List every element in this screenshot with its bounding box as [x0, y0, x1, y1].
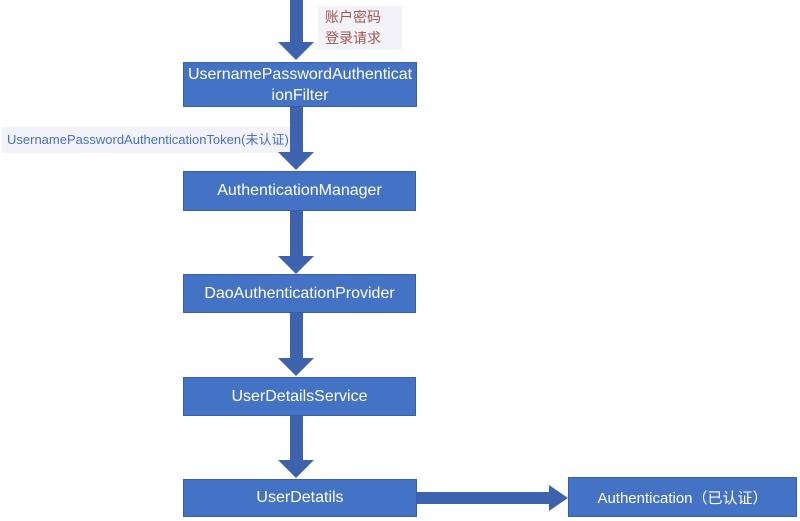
login-request-label-line2: 登录请求	[325, 30, 381, 46]
arrow-head-down-icon	[278, 358, 314, 376]
login-request-label-line1: 账户密码	[325, 9, 381, 25]
arrow-shaft	[290, 211, 303, 257]
login-request-label: 账户密码 登录请求	[318, 6, 402, 50]
flow-box-authentication-authenticated: Authentication（已认证）	[568, 477, 797, 517]
arrow-head-right-icon	[549, 485, 568, 511]
arrow-head-down-icon	[278, 256, 314, 274]
arrow-shaft	[417, 492, 550, 504]
flow-box-user-details-service: UserDetailsService	[183, 377, 416, 416]
flow-box-user-detatils: UserDetatils	[183, 479, 417, 517]
arrow-head-down-icon	[278, 152, 314, 170]
arrow-shaft	[290, 107, 303, 153]
arrow-shaft	[290, 416, 303, 461]
flow-box-dao-authentication-provider: DaoAuthenticationProvider	[183, 274, 416, 313]
token-unauthenticated-label: UsernamePasswordAuthenticationToken(未认证)	[2, 127, 291, 153]
flow-box-authentication-manager: AuthenticationManager	[183, 171, 416, 211]
arrow-head-down-icon	[278, 42, 314, 60]
flow-box-username-password-authentication-filter: UsernamePasswordAuthenticationFilter	[183, 62, 417, 107]
arrow-shaft	[290, 313, 303, 359]
arrow-shaft	[290, 0, 303, 43]
arrow-head-down-icon	[278, 460, 314, 478]
